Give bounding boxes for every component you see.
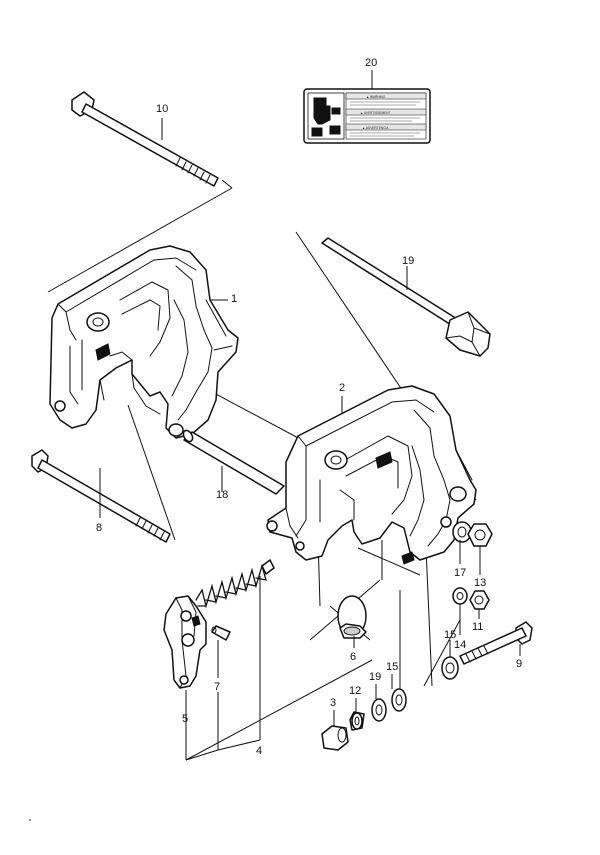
callout-4: 4 xyxy=(256,745,262,757)
pin-part-18 xyxy=(182,429,285,495)
callout-7: 7 xyxy=(214,681,220,693)
callout-18: 18 xyxy=(216,489,228,501)
callout-11: 11 xyxy=(472,621,483,633)
warning-label-line-2: ▲ AVERTISSEMENT xyxy=(360,111,391,115)
callout-leaders xyxy=(99,118,521,761)
rod-part-19 xyxy=(321,237,491,357)
callout-labels: 10 20 19 1 2 18 8 17 13 14 11 15 9 6 7 5… xyxy=(96,57,522,757)
callout-6: 6 xyxy=(350,651,356,663)
callout-9: 9 xyxy=(516,658,522,670)
callout-3: 3 xyxy=(330,697,336,709)
callout-17: 19 xyxy=(369,671,381,683)
callout-10: 10 xyxy=(156,103,168,115)
callout-2: 2 xyxy=(339,382,345,394)
callout-20: 20 xyxy=(365,57,377,69)
bolt-part-8 xyxy=(31,449,171,543)
clamp-bracket-part-2 xyxy=(266,385,477,565)
washer-part-15-right xyxy=(441,656,459,680)
corner-dot xyxy=(29,819,31,821)
cap-part-3 xyxy=(321,725,349,751)
warning-label-line-3: ▲ ADVERTENCIA xyxy=(362,126,389,130)
bolt-part-10 xyxy=(71,91,219,187)
washer-part-14 xyxy=(452,587,468,605)
knob-part-6 xyxy=(337,595,367,639)
nut-part-11 xyxy=(469,590,490,610)
nut-part-13 xyxy=(467,523,493,547)
callout-15-right: 15 xyxy=(444,629,456,641)
lever-part-5 xyxy=(163,595,207,689)
callout-15-bottom: 15 xyxy=(386,661,398,673)
bushing-part-12 xyxy=(349,711,365,731)
callout-8: 8 xyxy=(96,522,102,534)
clamp-bracket-part-1 xyxy=(49,245,239,439)
bolt-part-9 xyxy=(459,621,533,665)
callout-13: 13 xyxy=(474,577,486,589)
washer-part-15-bottom xyxy=(391,688,407,712)
washer-part-16 xyxy=(452,521,472,543)
callout-1: 1 xyxy=(231,293,237,305)
callout-19: 19 xyxy=(402,255,414,267)
callout-14: 14 xyxy=(454,639,466,651)
washer-part-17 xyxy=(371,698,387,722)
spring-part-4 xyxy=(195,559,275,609)
warning-label-part-20: ▲ WARNING ▲ AVERTISSEMENT ▲ ADVERTENCIA xyxy=(303,70,431,144)
callout-5: 5 xyxy=(182,713,188,725)
callout-12: 12 xyxy=(349,685,361,697)
callout-16: 17 xyxy=(454,567,466,579)
warning-label-line-1: ▲ WARNING xyxy=(366,95,386,99)
pin-part-7 xyxy=(211,625,231,641)
